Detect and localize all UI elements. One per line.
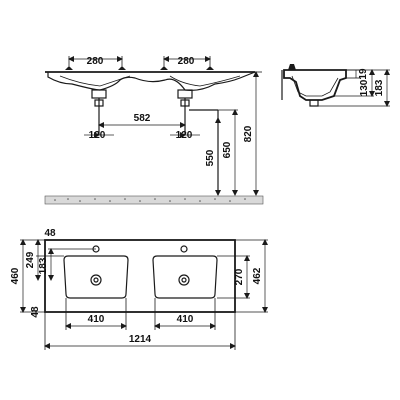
plan-outline — [44, 239, 236, 313]
dim-total-depth-side: 183 — [374, 79, 385, 96]
trap-left — [91, 89, 107, 135]
side-section: 19 130 183 — [281, 64, 390, 107]
side-tap-icon — [288, 64, 296, 70]
dim-basin-depth: 270 — [234, 268, 245, 285]
tap-mid-left-icon — [118, 66, 126, 70]
front-elevation: 280 280 582 120 120 — [44, 56, 264, 205]
side-drain — [309, 100, 319, 107]
dim-total-width: 1214 — [129, 334, 152, 345]
dim-trap-width-right: 120 — [176, 130, 193, 141]
dim-rim-thickness: 19 — [358, 68, 369, 80]
tap-left-icon — [65, 66, 73, 70]
dim-basin-width-left: 410 — [88, 314, 105, 325]
drain-right-icon — [178, 274, 190, 286]
dim-basin-width-right: 410 — [177, 314, 194, 325]
dim-bowl-depth: 130 — [359, 79, 370, 96]
dim-height-top: 820 — [243, 125, 254, 142]
dim-tap-spacing-right: 280 — [178, 56, 195, 67]
dim-basin-offset: 249 — [25, 251, 36, 268]
side-basin-profile — [283, 69, 347, 101]
tap-mid-right-icon — [160, 66, 168, 70]
plan-basin-right — [152, 255, 218, 299]
dim-height-drain: 550 — [205, 149, 216, 166]
plan-basin-left — [63, 255, 129, 299]
plan-view: 460 249 183 48 48 410 410 1214 270 462 — [10, 228, 268, 350]
dim-trap-width-left: 120 — [89, 130, 106, 141]
front-basin-outline — [47, 71, 256, 91]
floor-hatch-dots — [54, 198, 246, 202]
dim-tap-spacing-left: 280 — [87, 56, 104, 67]
drain-left-icon — [90, 274, 102, 286]
dim-back-margin: 48 — [44, 228, 56, 239]
dim-side-depth: 462 — [252, 267, 263, 284]
dim-front-margin: 48 — [30, 306, 41, 318]
tap-right-icon — [206, 66, 214, 70]
trap-right — [177, 89, 219, 195]
dim-total-depth: 460 — [10, 267, 21, 284]
floor-hatch — [44, 195, 264, 205]
dim-tap-offset: 183 — [38, 257, 49, 274]
tap-hole-right-icon — [180, 245, 188, 253]
side-basin-inner — [291, 75, 339, 97]
front-basin-inner — [59, 75, 241, 87]
dim-drain-spacing: 582 — [134, 113, 151, 124]
dim-height-outlet: 650 — [222, 141, 233, 158]
